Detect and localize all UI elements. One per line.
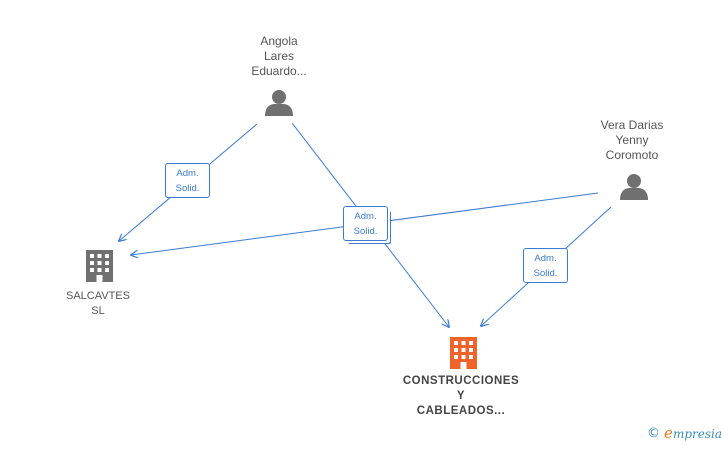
brand-footer: © empresia <box>647 424 722 442</box>
person-icon[interactable] <box>265 90 293 116</box>
building-icon[interactable] <box>86 250 113 282</box>
person-name-angola[interactable]: Angola Lares Eduardo... <box>251 34 307 78</box>
edge-label-angola-salcavtes: Adm. Solid. <box>165 163 210 198</box>
company-name-salcavtes[interactable]: SALCAVTES SL <box>66 290 130 317</box>
copyright-icon: © <box>647 425 661 441</box>
person-name-vera[interactable]: Vera Darias Yenny Coromoto <box>600 118 664 162</box>
edge-label-angola-construcciones: Adm. Solid. <box>343 206 388 241</box>
company-name-construcciones[interactable]: CONSTRUCCIONES Y CABLEADOS... <box>402 375 520 417</box>
building-icon[interactable] <box>450 337 477 369</box>
edge-label-vera-construcciones: Adm. Solid. <box>523 248 568 283</box>
person-icon[interactable] <box>620 174 648 200</box>
empresia-logo[interactable]: empresia <box>664 424 722 442</box>
